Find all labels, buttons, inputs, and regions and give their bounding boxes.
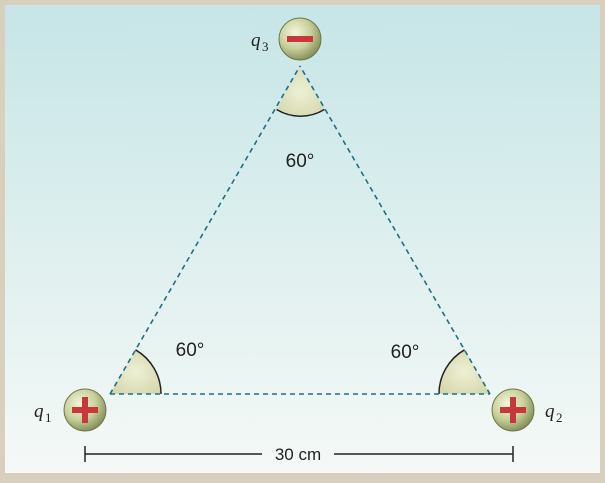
edge-q1-q3 [109, 65, 301, 395]
left-angle-label: 60° [176, 340, 205, 361]
charge-q2-subscript: 2 [556, 410, 563, 425]
distance-dimension [84, 446, 514, 462]
plus-sign-icon-vertical [82, 397, 88, 423]
left-angle-arc [135, 349, 162, 395]
right-angle-arc [438, 349, 465, 395]
top-angle-arc [276, 108, 325, 117]
edge-q2-q3 [299, 65, 491, 395]
plus-sign-icon-vertical [510, 397, 516, 423]
charge-q3 [278, 17, 322, 61]
top-angle-label: 60° [286, 151, 315, 172]
triangle-edges [109, 65, 491, 395]
top-angle-wedge [276, 68, 325, 117]
distance-label: 30 cm [275, 445, 321, 464]
right-angle-label: 60° [391, 342, 420, 363]
charge-q2-name: q [545, 401, 555, 422]
charge-q3-subscript: 3 [262, 39, 269, 54]
charge-q1-name: q [34, 401, 44, 422]
charge-q1 [63, 388, 107, 432]
minus-sign-icon [287, 36, 313, 42]
charge-q1-subscript: 1 [45, 410, 52, 425]
charge-q3-name: q [251, 30, 261, 51]
charge-q2 [491, 388, 535, 432]
